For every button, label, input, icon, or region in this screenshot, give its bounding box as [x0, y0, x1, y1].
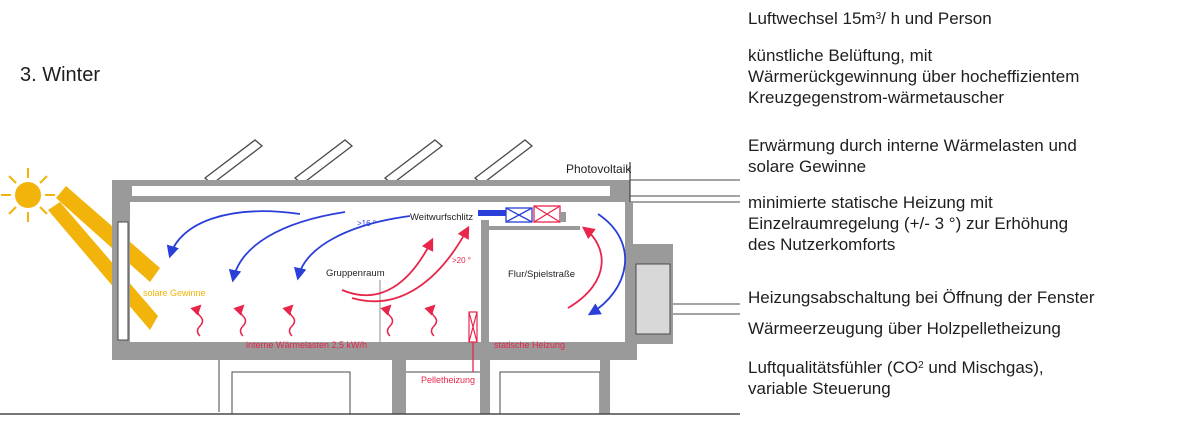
label-photovoltaik: Photovoltaik	[566, 162, 632, 176]
solar-ray-upper	[56, 186, 160, 282]
roof-slab	[112, 180, 630, 202]
sun-icon	[1, 168, 55, 222]
label-solare-gewinne: solare Gewinne	[143, 288, 206, 298]
floor-slab	[112, 342, 637, 360]
note-abschaltung: Heizungsabschaltung bei Öffnung der Fens…	[748, 288, 1095, 307]
heat-squiggles	[190, 304, 438, 337]
static-heater	[468, 311, 478, 343]
label-statische-heizung: statische Heizung	[494, 340, 565, 350]
left-window	[117, 221, 129, 341]
lower-level	[218, 360, 610, 415]
section-title: 3. Winter	[20, 64, 101, 86]
label-gruppenraum: Gruppenraum	[326, 268, 385, 279]
label-flur: Flur/Spielstraße	[508, 269, 575, 280]
building-section-diagram: Photovoltaik Weitwurfschlitz >16 ° >20 °…	[0, 139, 740, 415]
interior-wall	[481, 220, 489, 342]
note-luftqualitaet: Luftqualitätsfühler (CO2 und Mischgas), …	[748, 358, 1044, 398]
note-luftwechsel: Luftwechsel 15m3/ h und Person	[748, 9, 992, 28]
label-temp-16: >16 °	[357, 219, 376, 228]
note-lueftung: künstliche Belüftung, mit Wärmerückgewin…	[748, 46, 1080, 107]
label-weitwurfschlitz: Weitwurfschlitz	[410, 212, 473, 223]
ventilation-unit	[478, 205, 580, 230]
photovoltaic-panels	[203, 139, 534, 186]
right-window-box	[635, 263, 671, 335]
label-pelletheizung: Pelletheizung	[421, 375, 475, 385]
cool-air-arrows	[166, 210, 626, 316]
note-erwaermung: Erwärmung durch interne Wärmelasten und …	[748, 136, 1077, 176]
solar-ray-lower	[48, 202, 158, 330]
note-waermeerzeugung: Wärmeerzeugung über Holzpelletheizung	[748, 319, 1061, 338]
label-temp-20: >20 °	[452, 256, 471, 265]
label-interne-waermelasten: interne Wärmelasten 2,5 kW/h	[246, 340, 367, 350]
note-heizung: minimierte statische Heizung mit Einzelr…	[748, 193, 1069, 254]
right-wall	[625, 202, 633, 352]
warm-air-arrows	[341, 225, 603, 309]
